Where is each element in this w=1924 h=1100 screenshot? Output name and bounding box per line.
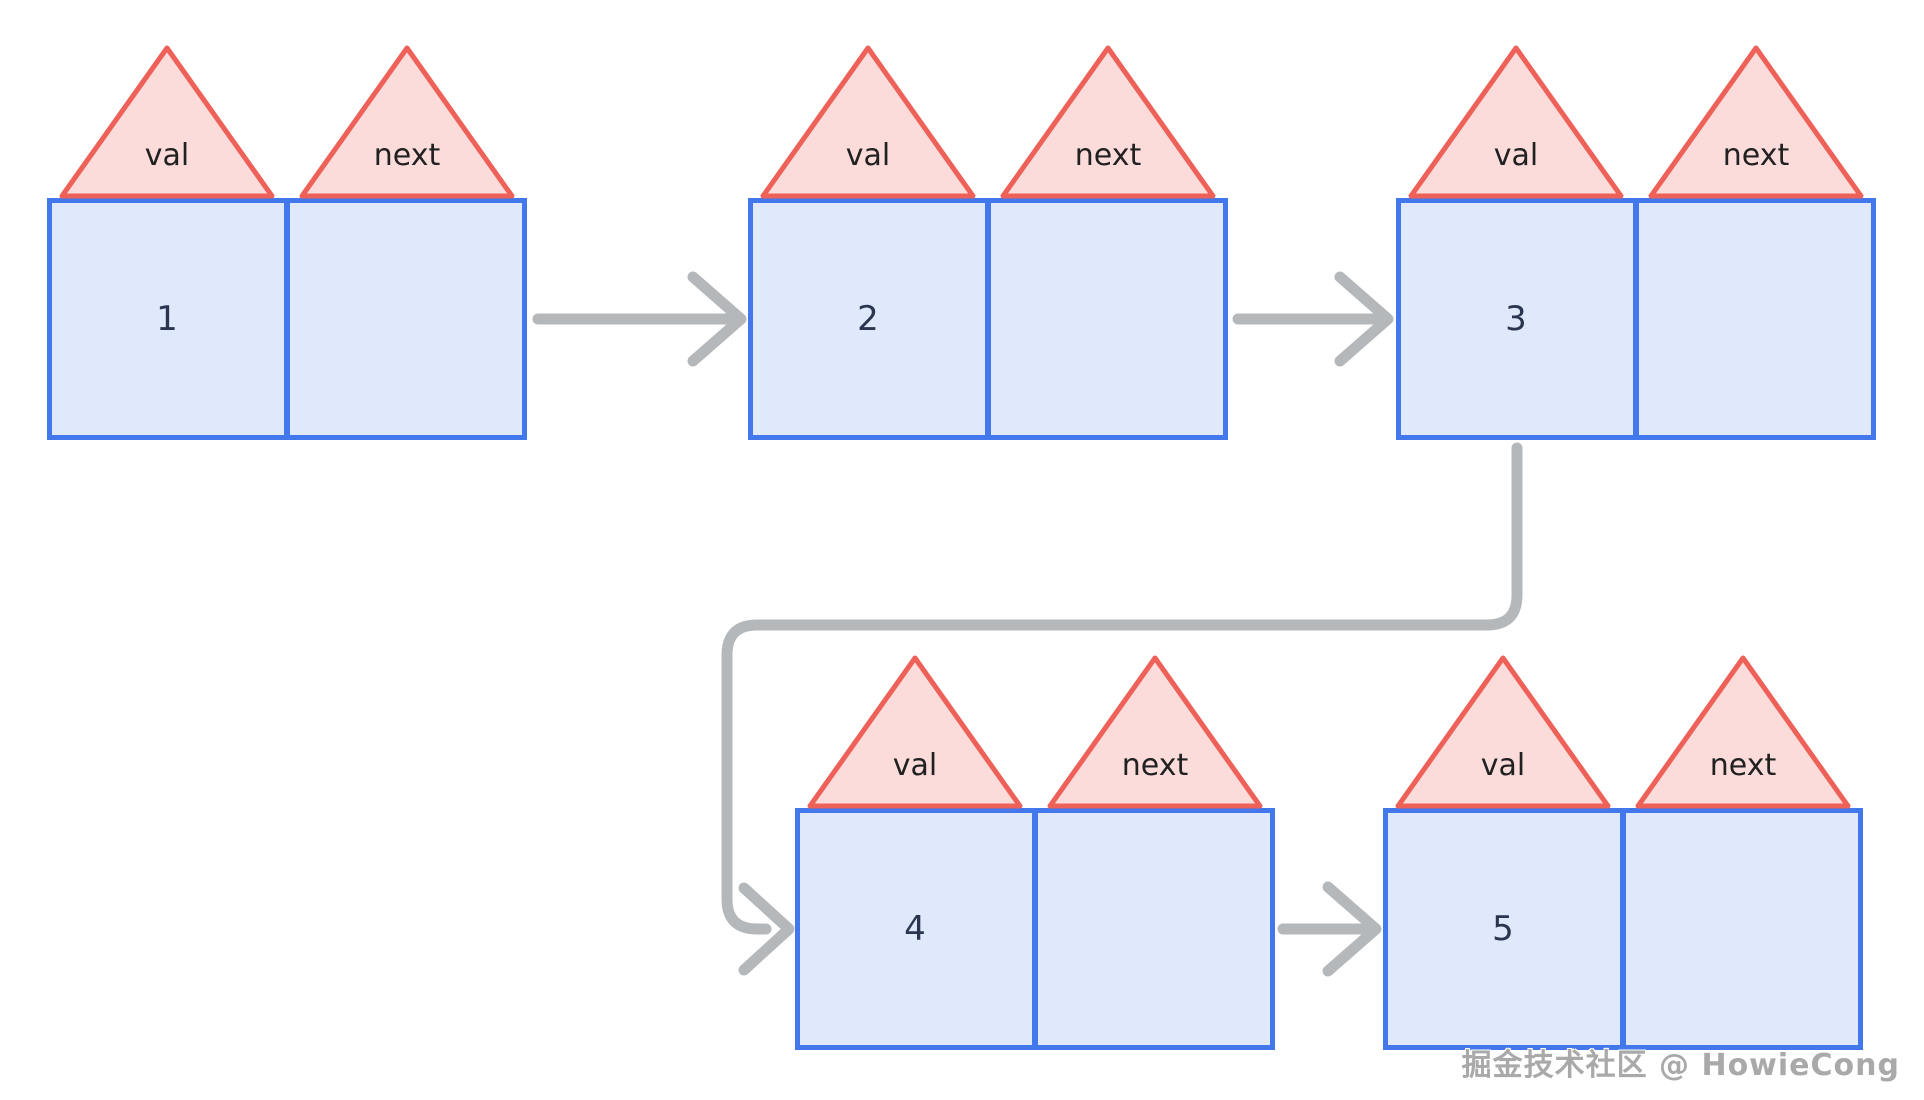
node-2-next-label: next xyxy=(1074,138,1142,173)
node-3-box xyxy=(1396,198,1876,440)
node-1-next-label: next xyxy=(373,138,441,173)
node-4-next-label: next xyxy=(1121,748,1189,783)
node-5-val-label: val xyxy=(1480,748,1526,783)
node-1-value: 1 xyxy=(156,299,178,339)
node-4-value: 4 xyxy=(904,909,926,949)
node-2-val-triangle-icon xyxy=(760,45,976,199)
node-3-next-triangle-icon xyxy=(1648,45,1864,199)
node-5-val-triangle-icon xyxy=(1395,655,1611,809)
node-3-val-label: val xyxy=(1493,138,1539,173)
node-5-cell-divider xyxy=(1620,813,1626,1045)
link-2-3-arrowhead-icon xyxy=(1334,271,1394,367)
node-2-cell-divider xyxy=(985,203,991,435)
node-1-val-label: val xyxy=(144,138,190,173)
node-5-box xyxy=(1383,808,1863,1050)
node-5-next-label: next xyxy=(1709,748,1777,783)
node-3-val-triangle-icon xyxy=(1408,45,1624,199)
link-3-4-arrowhead-icon xyxy=(738,882,795,976)
node-3-value: 3 xyxy=(1505,299,1527,339)
node-1-cell-divider xyxy=(284,203,290,435)
node-2-val-label: val xyxy=(845,138,891,173)
link-3-4-elbow-connector xyxy=(721,442,1523,935)
node-2-next-triangle-icon xyxy=(1000,45,1216,199)
node-4-box xyxy=(795,808,1275,1050)
node-4-val-triangle-icon xyxy=(807,655,1023,809)
watermark: 掘金技术社区 @ HowieCong xyxy=(1461,1048,1900,1083)
link-1-2-arrowhead-icon xyxy=(687,271,747,367)
node-2-box xyxy=(748,198,1228,440)
node-5-value: 5 xyxy=(1492,909,1514,949)
node-1-val-triangle-icon xyxy=(59,45,275,199)
node-4-next-triangle-icon xyxy=(1047,655,1263,809)
node-3-cell-divider xyxy=(1633,203,1639,435)
node-2-value: 2 xyxy=(857,299,879,339)
node-4-cell-divider xyxy=(1032,813,1038,1045)
node-3-next-label: next xyxy=(1722,138,1790,173)
node-1-next-triangle-icon xyxy=(299,45,515,199)
node-1-box xyxy=(47,198,527,440)
node-5-next-triangle-icon xyxy=(1635,655,1851,809)
link-4-5-arrowhead-icon xyxy=(1322,881,1382,977)
node-4-val-label: val xyxy=(892,748,938,783)
